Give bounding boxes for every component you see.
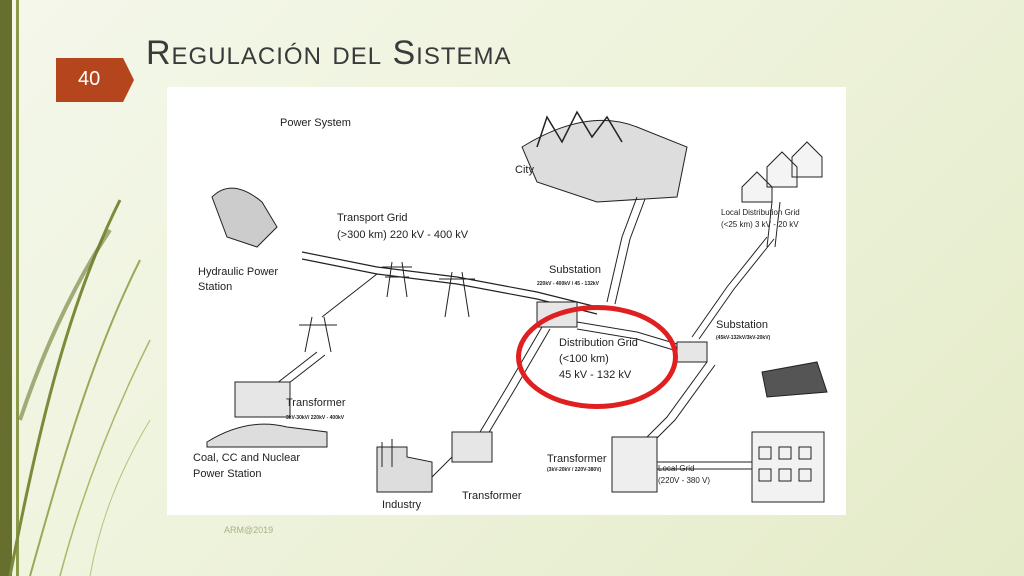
label-transformer-right-rating: (3kV-20kV / 220V-380V) (547, 467, 602, 473)
transformer-right-illustration (611, 436, 658, 493)
label-local-grid-voltage: (220V - 380 V) (658, 476, 711, 485)
industry-illustration (376, 446, 433, 493)
label-local-distribution-range: (<25 km) 3 kV - 20 kV (721, 220, 799, 229)
houses-illustration (741, 141, 823, 203)
pylon-1 (382, 261, 412, 298)
label-substation-right-rating: (45kV-132kV/3kV-20kV) (716, 335, 771, 341)
city-illustration (521, 119, 688, 203)
label-local-grid: Local Grid (658, 464, 695, 473)
label-substation-top: Substation (549, 264, 601, 276)
label-hydraulic-station: Station (198, 281, 233, 293)
page-number-badge: 40 (56, 58, 134, 102)
label-transformer-bottom: Transformer (462, 490, 522, 502)
pylon-3 (299, 316, 337, 353)
dam-illustration (211, 187, 278, 248)
diagram-drawing (206, 110, 828, 503)
apartment-illustration (751, 431, 825, 503)
label-coal-station-line2: Power Station (193, 468, 262, 480)
label-coal-station: Coal, CC and Nuclear (193, 452, 300, 464)
power-station-illustration (206, 423, 328, 448)
transformer-left-illustration (234, 381, 291, 418)
diagram-heading: Power System (280, 117, 351, 129)
building-right-illustration (761, 361, 828, 398)
label-industry: Industry (382, 499, 422, 511)
label-local-distribution-grid: Local Distribution Grid (721, 208, 800, 217)
label-substation-right: Substation (716, 319, 768, 331)
label-substation-top-rating: 220kV - 400kV / 45 - 132kV (537, 281, 599, 287)
substation-right-illustration (676, 341, 708, 363)
transformer-bottom-illustration (451, 431, 493, 463)
power-system-diagram: Power System City Local Distribution Gri… (167, 87, 846, 515)
label-city: City (515, 164, 534, 176)
label-transformer-left-rating: 3kV-30kV/ 220kV - 400kV (286, 415, 345, 421)
label-hydraulic-power: Hydraulic Power (198, 266, 279, 278)
pylon-2 (439, 271, 475, 318)
label-transport-grid: Transport Grid (337, 212, 408, 224)
highlight-ring (516, 305, 678, 409)
label-transformer-left: Transformer (286, 397, 346, 409)
label-transport-range: (>300 km) 220 kV - 400 kV (337, 229, 469, 241)
label-transformer-right: Transformer (547, 453, 607, 465)
footer-credit: ARM@2019 (224, 525, 274, 535)
slide-title: Regulación del Sistema (146, 34, 512, 72)
page-number: 40 (78, 68, 101, 90)
